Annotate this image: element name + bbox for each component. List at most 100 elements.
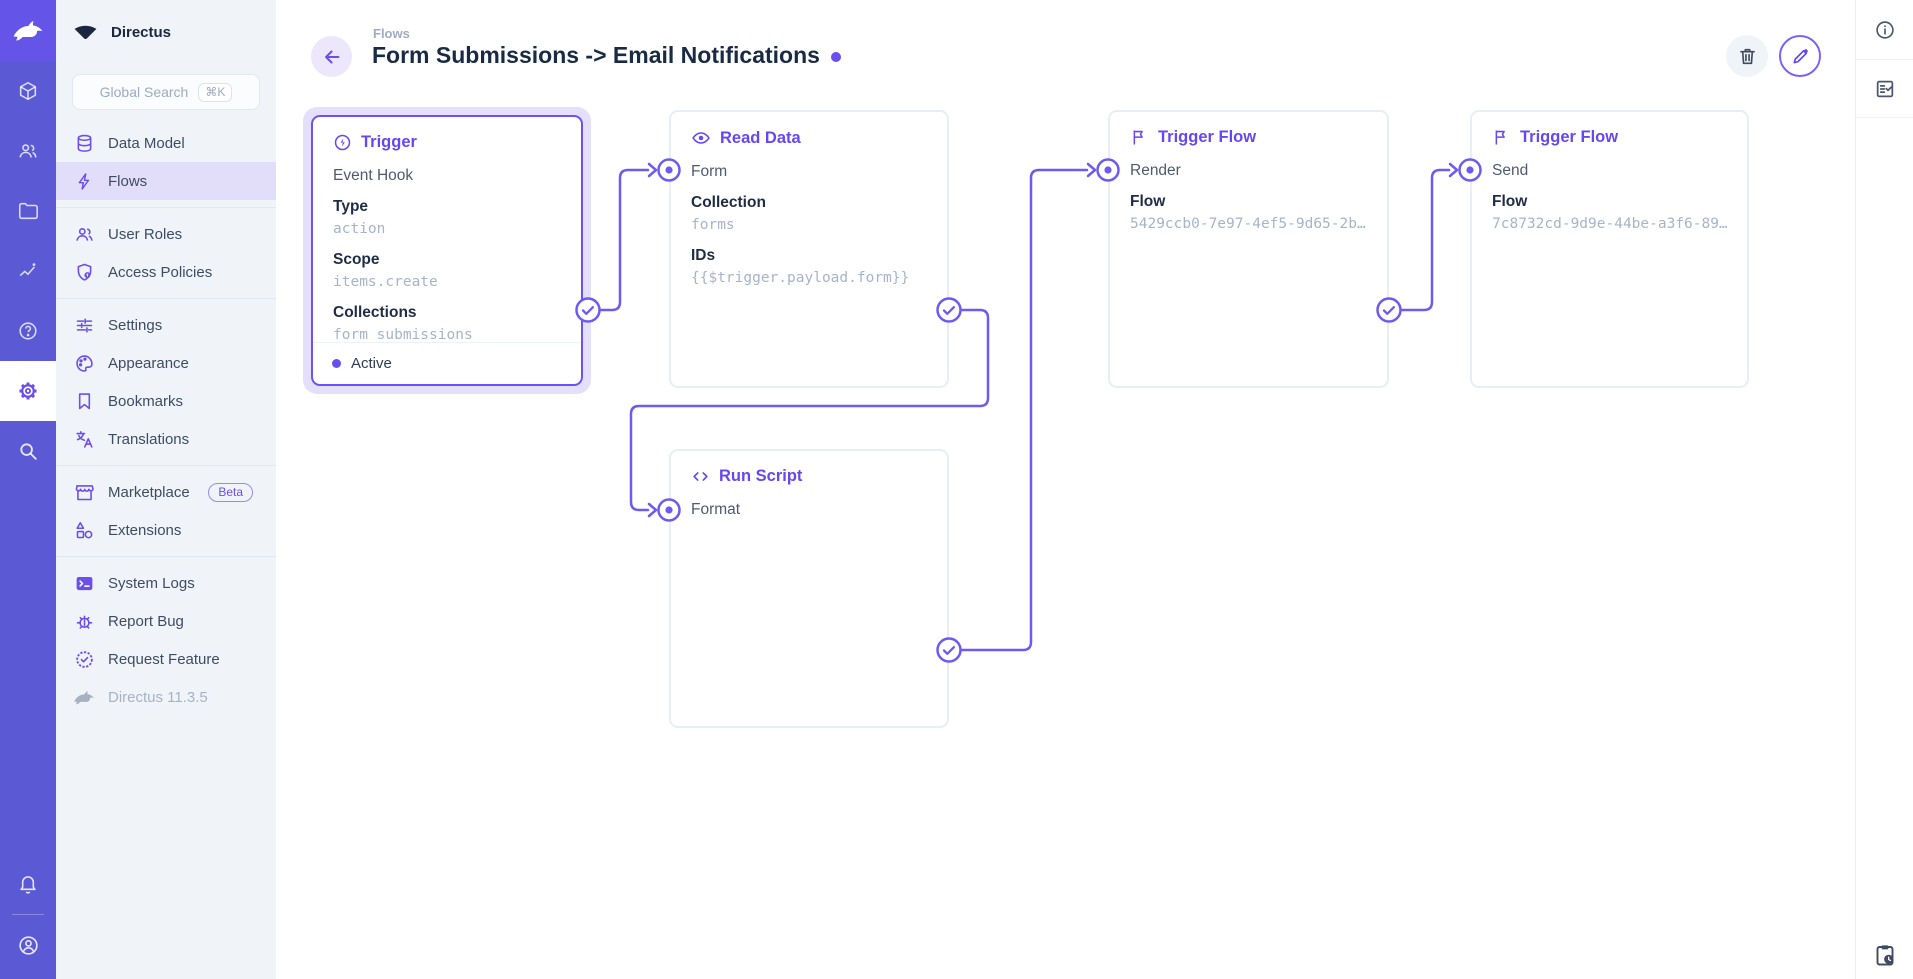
project-logo-icon (74, 25, 97, 39)
users-icon (19, 144, 37, 158)
flow-status-dot (830, 52, 841, 62)
sidebar-item-settings[interactable]: Settings (56, 306, 276, 344)
sidebar-divider (56, 556, 276, 557)
sidebar-item-appearance[interactable]: Appearance (56, 344, 276, 382)
code-icon (693, 472, 708, 481)
sidebar-item-label: Request Feature (108, 650, 220, 668)
right-sidebar (1855, 0, 1913, 979)
flag-icon (1133, 130, 1143, 145)
node-trigger-flow-render[interactable]: Trigger Flow Render Flow 5429ccb0-7e97-4… (1108, 110, 1389, 388)
module-content[interactable] (0, 61, 56, 121)
sidebar-item-translations[interactable]: Translations (56, 420, 276, 458)
node-trigger[interactable]: Trigger Event Hook Type action Scope ite… (311, 115, 583, 386)
sidebar-item-label: Bookmarks (108, 392, 184, 410)
sidebar-item-system-logs[interactable]: System Logs (56, 564, 276, 602)
module-settings[interactable] (0, 361, 56, 421)
connector-trigger-to-read-data (598, 168, 650, 312)
node-run-script[interactable]: Run Script Format (669, 449, 949, 728)
rabbit-icon-gray (73, 690, 95, 705)
sidebar-item-label: Data Model (108, 134, 185, 152)
database-icon (73, 133, 95, 154)
gear-icon (19, 382, 37, 400)
sidebar-item-label: Report Bug (108, 612, 184, 630)
node-name: Event Hook (333, 167, 414, 184)
sidebar-item-bookmarks[interactable]: Bookmarks (56, 382, 276, 420)
node-name: Format (691, 501, 741, 518)
trash-icon (1739, 48, 1755, 64)
node-type-label: Trigger (361, 133, 417, 151)
node-trigger-flow-send[interactable]: Trigger Flow Send Flow 7c8732cd-9d9e-44b… (1470, 110, 1749, 388)
sidebar-item-data-model[interactable]: Data Model (56, 124, 276, 162)
bug-icon (73, 611, 95, 632)
module-users[interactable] (0, 121, 56, 181)
sidebar-item-label: Access Policies (108, 263, 213, 281)
project-header[interactable]: Directus (56, 0, 276, 64)
edit-flow-button[interactable] (1779, 35, 1821, 77)
terminal-icon (73, 573, 95, 594)
palette-icon (73, 353, 95, 374)
flag-icon (1495, 130, 1505, 145)
directus-logo-tile[interactable] (0, 0, 56, 61)
node-type-label: Run Script (719, 467, 803, 485)
sidebar-item-user-roles[interactable]: User Roles (56, 215, 276, 253)
field-value: 7c8732cd-9d9e-44be-a3f6-89… (1492, 216, 1727, 232)
beta-badge: Beta (208, 482, 253, 502)
module-bar (0, 0, 56, 979)
bolt-circle-icon (334, 134, 351, 151)
active-status-dot (332, 359, 341, 368)
delete-flow-button[interactable] (1726, 35, 1768, 77)
back-button[interactable] (311, 36, 352, 77)
field-label: Collections (333, 304, 417, 321)
node-trigger-flow-header: Trigger Flow (1130, 128, 1367, 147)
sidebar-item-marketplace[interactable]: Marketplace Beta (56, 473, 276, 511)
connector-arrowhead (1448, 162, 1459, 178)
account-button[interactable] (0, 915, 56, 975)
tune-icon (73, 315, 95, 336)
module-docs[interactable] (0, 301, 56, 361)
sidebar-item-flows[interactable]: Flows (56, 162, 276, 200)
clipboard-clock-icon (1876, 945, 1893, 966)
connector-arrowhead (647, 502, 658, 518)
page-title-text: Form Submissions -> Email Notifications (372, 42, 820, 68)
chart-icon (19, 263, 36, 277)
sidebar-item-extensions[interactable]: Extensions (56, 511, 276, 549)
sidebar-item-access-policies[interactable]: Access Policies (56, 253, 276, 291)
node-trigger-selection-halo: Trigger Event Hook Type action Scope ite… (303, 107, 591, 394)
global-search-input[interactable]: Global Search ⌘K (72, 74, 260, 110)
field-label: Scope (333, 251, 380, 268)
sidebar-version: Directus 11.3.5 (56, 678, 276, 716)
seal-check-icon (73, 649, 95, 670)
sidebar-divider (56, 298, 276, 299)
logs-panel-button[interactable] (1856, 60, 1913, 118)
node-type-label: Trigger Flow (1158, 128, 1257, 146)
checklist-icon (1876, 80, 1893, 97)
field-value: form_submissions (333, 327, 473, 343)
nav-sidebar: Directus Global Search ⌘K Data Model Flo… (56, 0, 276, 979)
field-label: Type (333, 198, 369, 215)
translate-icon (73, 429, 95, 450)
sidebar-item-label: Marketplace (108, 483, 190, 501)
node-read-data[interactable]: Read Data Form Collection forms IDs {{$t… (669, 110, 949, 388)
folder-icon (18, 202, 38, 220)
field-value: action (333, 221, 386, 237)
project-name: Directus (111, 23, 172, 41)
module-files[interactable] (0, 181, 56, 241)
field-value: forms (691, 217, 735, 233)
activity-panel-button[interactable] (1856, 943, 1913, 967)
shapes-icon (73, 520, 95, 541)
pencil-icon (1793, 48, 1808, 63)
module-search[interactable] (0, 421, 56, 481)
search-placeholder: Global Search (99, 84, 189, 100)
help-icon (19, 322, 37, 340)
info-panel-button[interactable] (1856, 0, 1913, 60)
field-label: Collection (691, 194, 766, 211)
sidebar-item-request-feature[interactable]: Request Feature (56, 640, 276, 678)
connector-arrowhead (647, 162, 658, 178)
sidebar-item-label: Extensions (108, 521, 182, 539)
module-insights[interactable] (0, 241, 56, 301)
node-name: Send (1492, 162, 1529, 179)
breadcrumb[interactable]: Flows (373, 26, 410, 41)
notifications-button[interactable] (0, 854, 56, 914)
sidebar-item-label: Flows (108, 172, 148, 190)
sidebar-item-report-bug[interactable]: Report Bug (56, 602, 276, 640)
